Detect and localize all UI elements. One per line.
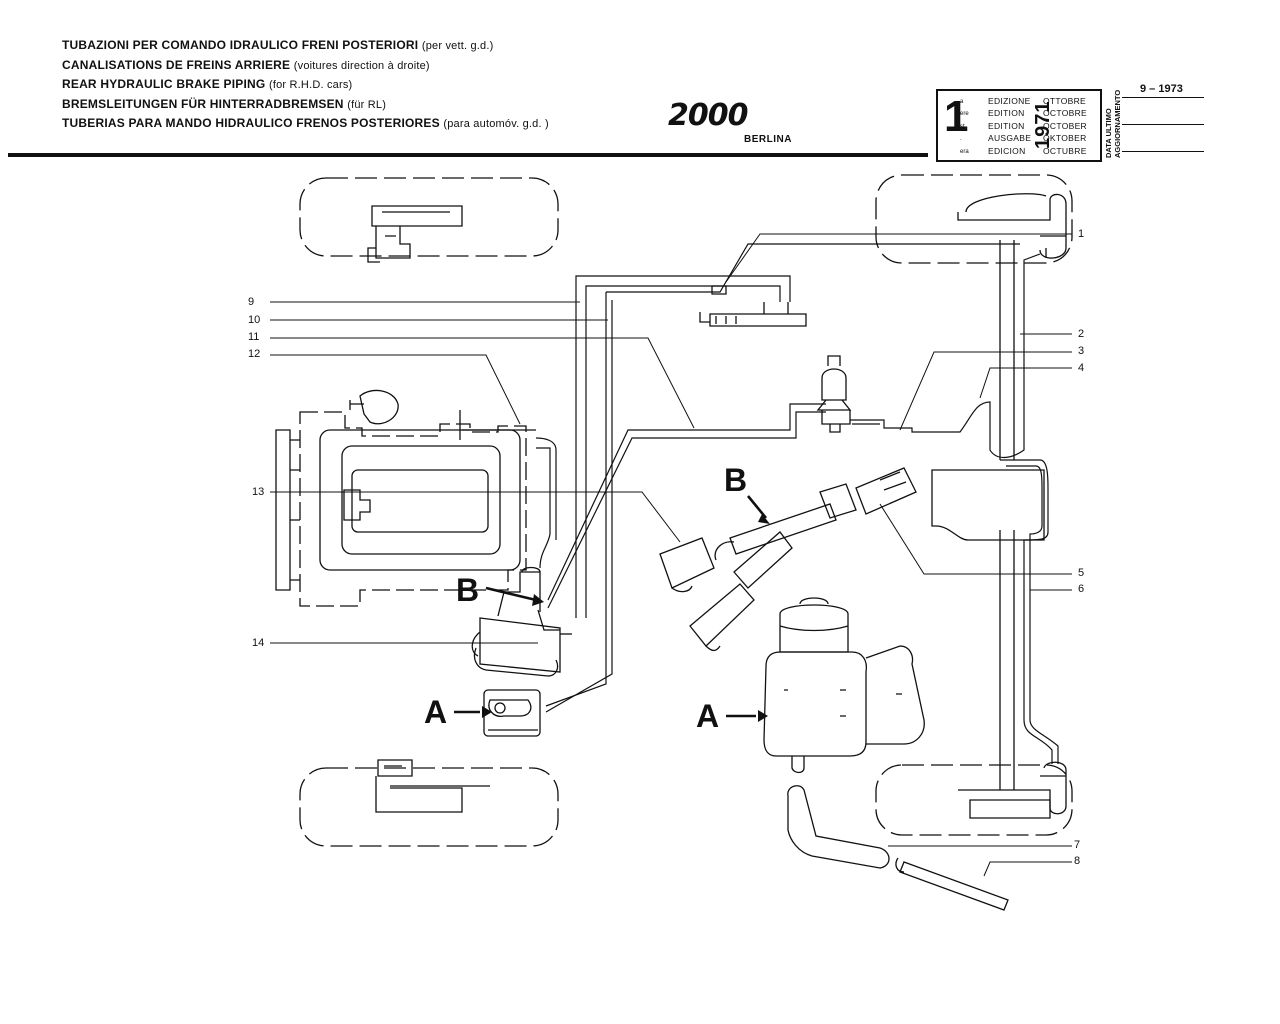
callout-5: 5: [1078, 567, 1085, 579]
callout-leaders: [270, 233, 1072, 877]
detail-arrows: [454, 495, 768, 718]
leader-13: [270, 491, 681, 543]
brake-booster: [471, 566, 572, 677]
callout-13: 13: [252, 486, 265, 498]
callout-14: 14: [252, 637, 265, 649]
callout-2: 2: [1078, 328, 1085, 340]
reservoir-hose: [787, 785, 890, 869]
callout-4: 4: [1078, 362, 1085, 374]
callout-3: 3: [1078, 345, 1085, 357]
front-right-brake-drum: [957, 193, 1067, 259]
callout-9: 9: [248, 296, 255, 308]
leader-1: [725, 233, 1072, 283]
arrow-b-right: [746, 495, 768, 519]
rear-right-wheel-outline: [875, 764, 1073, 836]
engine-block: [275, 389, 527, 607]
leader-3: [899, 351, 1072, 431]
differential-housing: [931, 469, 1045, 541]
fluid-reservoir-a: [763, 597, 925, 774]
arrow-b-left: [485, 586, 537, 602]
brand-model: BERLINA: [744, 134, 792, 145]
title-german: BREMSLEITUNGEN FÜR HINTERRADBREMSEN (für…: [62, 96, 387, 111]
callout-1: 1: [1078, 228, 1085, 240]
front-left-wheel-outline: [299, 177, 559, 257]
callout-8: 8: [1074, 855, 1081, 867]
callout-12: 12: [248, 348, 261, 360]
leader-4: [979, 367, 1072, 399]
edition-number: 1: [944, 92, 969, 141]
callout-11: 11: [248, 331, 260, 343]
rear-left-wheel-outline: [299, 767, 559, 847]
multilingual-titles: TUBAZIONI PER COMANDO IDRAULICO FRENI PO…: [62, 36, 549, 134]
title-english: REAR HYDRAULIC BRAKE PIPING (for R.H.D. …: [62, 77, 353, 91]
title-italian: TUBAZIONI PER COMANDO IDRAULICO FRENI PO…: [62, 38, 494, 52]
detail-label-b-right: B: [724, 462, 748, 498]
leader-12: [270, 354, 521, 425]
title-spanish: TUBERIAS PARA MANDO HIDRAULICO FRENOS PO…: [62, 116, 549, 130]
brake-pressure-regulator: [816, 355, 852, 433]
update-line: [1122, 124, 1204, 125]
brand-name: 2000: [668, 98, 748, 133]
rear-left-brake-unit: [375, 759, 490, 813]
callout-10: 10: [248, 314, 261, 326]
front-left-brake-unit: [367, 205, 463, 263]
detail-label-b-left: B: [456, 572, 480, 608]
propeller-shaft: [659, 467, 917, 652]
reservoir-a-left: [483, 689, 541, 737]
detail-label-a-right: A: [696, 698, 720, 734]
leader-5: [879, 503, 1072, 575]
update-date: 9 – 1973: [1140, 83, 1183, 95]
rear-right-brake-drum: [958, 761, 1067, 819]
callout-7: 7: [1074, 839, 1081, 851]
leader-8: [983, 861, 1072, 877]
three-way-union-top: [699, 285, 807, 327]
detail-label-a-left: A: [424, 694, 448, 730]
brake-pipes: [462, 243, 1059, 764]
rear-axle-tube: [999, 240, 1015, 790]
callout-6: 6: [1078, 583, 1085, 595]
front-right-wheel-outline: [875, 174, 1073, 264]
title-french: CANALISATIONS DE FREINS ARRIERE (voiture…: [62, 57, 430, 72]
model-logo: 2000 BERLINA: [668, 100, 818, 150]
leader-11: [270, 337, 695, 429]
update-line: [1122, 97, 1204, 98]
update-line: [1122, 151, 1204, 152]
header-rule: [8, 153, 928, 157]
connecting-pipe-8: [895, 857, 1009, 911]
